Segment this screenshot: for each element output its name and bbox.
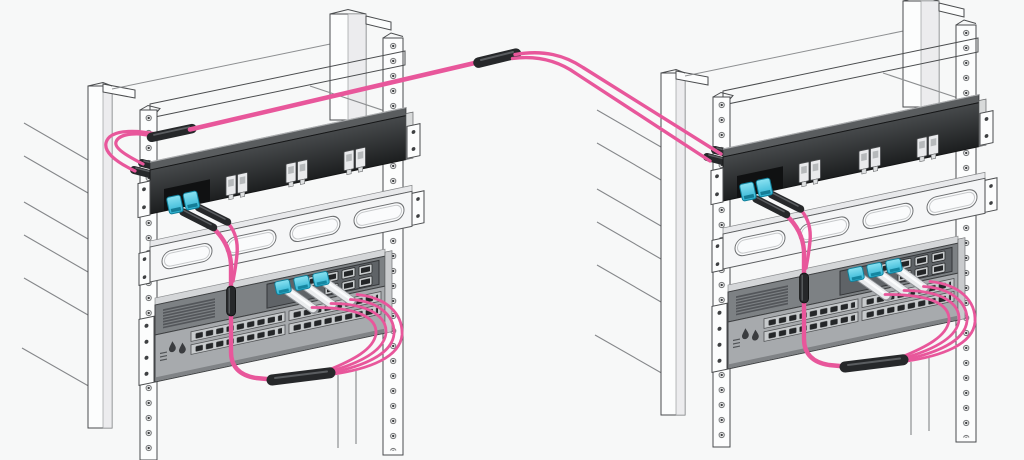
trunk-strand-to-right-rack [513,51,723,156]
trunk-label-sleeve-left [146,123,197,143]
trunk-label-sleeve-mid [473,48,522,68]
trunk-loop-strand [114,132,160,166]
trunk-strand-to-right-rack [510,55,712,163]
trunk-cable [104,48,723,173]
rack-left [22,10,424,460]
rack-right [595,0,997,447]
trunk-loop-strand [104,129,160,173]
trunk-main-run [187,59,482,132]
